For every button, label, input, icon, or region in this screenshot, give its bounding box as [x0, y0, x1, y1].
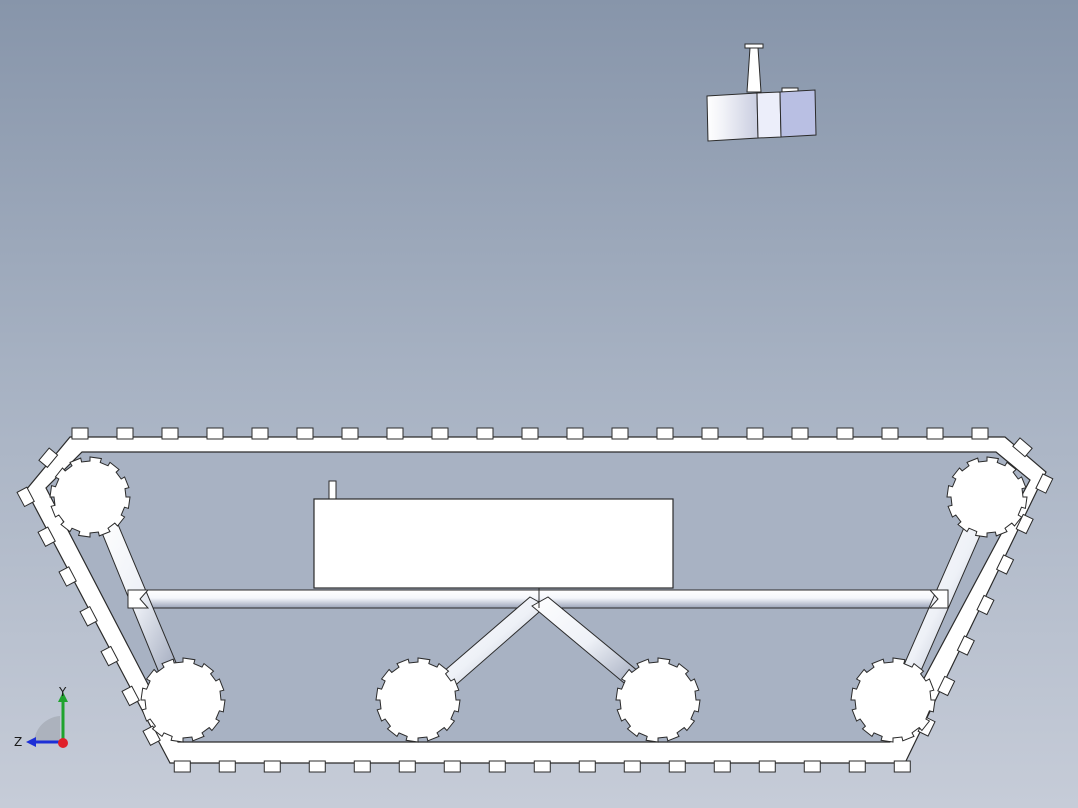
- triad-plane-shade: [34, 716, 60, 742]
- track-grouser: [251, 427, 269, 440]
- track-grouser: [533, 760, 551, 773]
- track-grouser: [611, 427, 629, 440]
- track-grouser: [353, 760, 371, 773]
- track-grouser: [803, 760, 821, 773]
- wheel-set[interactable]: [49, 456, 1028, 743]
- track-grouser: [308, 760, 326, 773]
- track-grouser: [956, 635, 975, 656]
- x-axis-dot: [58, 738, 68, 748]
- track-grouser: [521, 427, 539, 440]
- track-grouser: [1035, 473, 1054, 494]
- y-axis-label: Y: [58, 685, 67, 699]
- track-grouser: [341, 427, 359, 440]
- sprocket-wheel[interactable]: [850, 657, 936, 743]
- motor-part[interactable]: [706, 43, 817, 142]
- track-grouser: [218, 760, 236, 773]
- track-grouser: [161, 427, 179, 440]
- z-axis-arrow: [26, 737, 36, 747]
- chassis-frame[interactable]: [97, 514, 983, 691]
- track-grouser: [926, 427, 944, 440]
- track-grouser: [566, 427, 584, 440]
- track-grouser: [713, 760, 731, 773]
- track-grouser: [881, 427, 899, 440]
- track-grouser: [386, 427, 404, 440]
- track-grouser: [71, 427, 89, 440]
- track-grouser: [431, 427, 449, 440]
- track-grouser: [79, 605, 98, 627]
- track-grouser: [701, 427, 719, 440]
- y-axis-arrow: [58, 692, 68, 702]
- track-grouser: [488, 760, 506, 773]
- track-grouser: [578, 760, 596, 773]
- track-grouser: [38, 447, 59, 469]
- track-grouser: [995, 554, 1015, 575]
- track-grouser: [893, 760, 911, 773]
- track-grouser: [142, 725, 161, 746]
- track-grouser: [443, 760, 461, 773]
- track-grouser: [206, 427, 224, 440]
- track-grousers: [16, 427, 1054, 773]
- track-grouser: [746, 427, 764, 440]
- track-grouser: [58, 566, 77, 587]
- track-grouser: [100, 645, 119, 667]
- track-grouser: [173, 760, 191, 773]
- sprocket-wheel[interactable]: [140, 657, 226, 743]
- track-grouser: [623, 760, 641, 773]
- track-grouser: [836, 427, 854, 440]
- sprocket-wheel[interactable]: [946, 456, 1028, 538]
- track-grouser: [976, 594, 995, 616]
- track-grouser: [263, 760, 281, 773]
- track-grouser: [296, 427, 314, 440]
- sprocket-wheel[interactable]: [49, 456, 131, 538]
- track-grouser: [1015, 513, 1034, 535]
- track-grouser: [937, 675, 956, 697]
- track-grouser: [848, 760, 866, 773]
- track-grouser: [116, 427, 134, 440]
- battery-box[interactable]: [313, 480, 674, 589]
- track-grouser: [476, 427, 494, 440]
- track-grouser: [398, 760, 416, 773]
- sprocket-wheel[interactable]: [375, 657, 461, 743]
- track-grouser: [121, 685, 140, 707]
- track-grouser: [668, 760, 686, 773]
- track-grouser: [37, 526, 56, 547]
- track-grouser: [971, 427, 989, 440]
- z-axis-label: Z: [14, 735, 22, 749]
- sprocket-wheel[interactable]: [615, 657, 701, 743]
- track-grouser: [758, 760, 776, 773]
- track-grouser: [1012, 437, 1033, 458]
- track-grouser: [791, 427, 809, 440]
- track-grouser: [16, 486, 35, 508]
- view-orientation-triad: Y Z: [14, 685, 68, 749]
- track-grouser: [656, 427, 674, 440]
